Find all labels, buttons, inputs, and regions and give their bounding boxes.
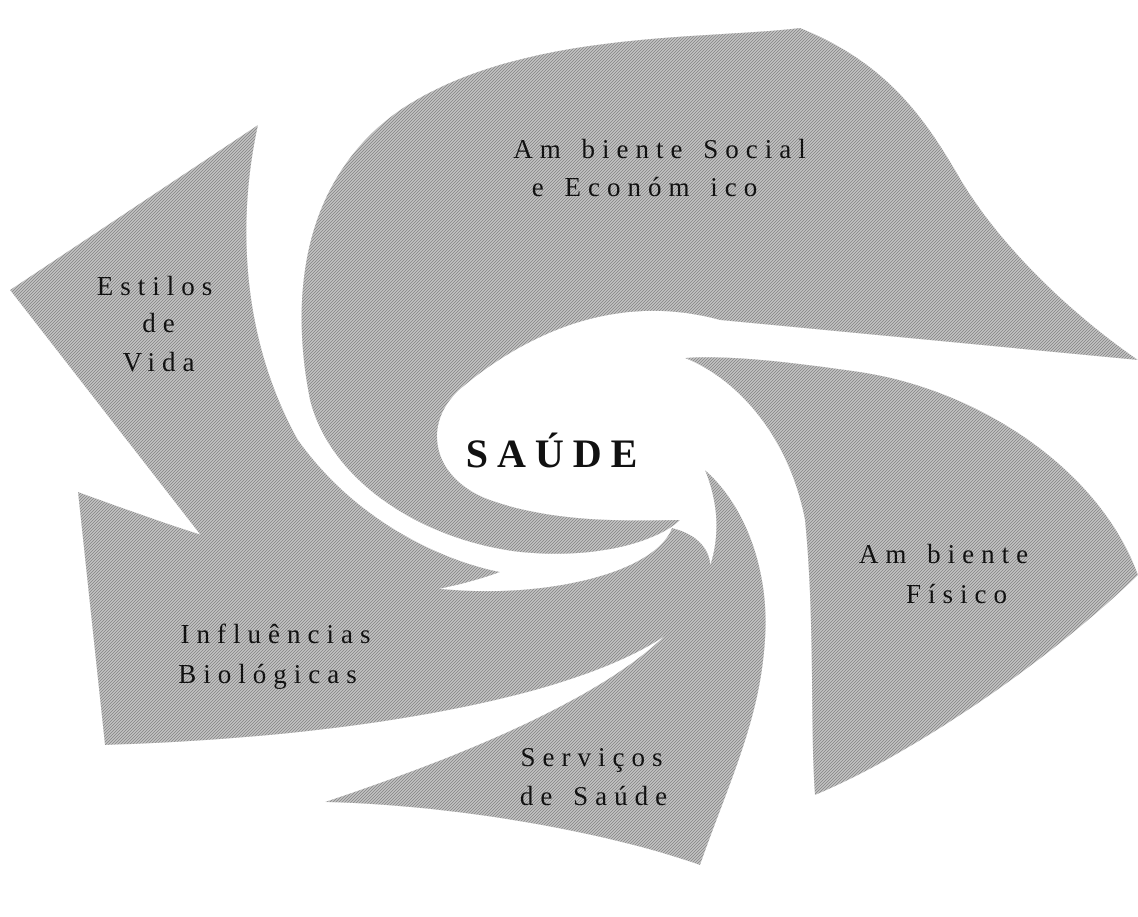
- segment-biologicas-line-2: Biológicas: [178, 659, 364, 689]
- segment-servicos-line-2: de Saúde: [520, 781, 674, 811]
- center-label: SAÚDE: [466, 431, 647, 476]
- segment-social-line-1: Am biente Social: [513, 134, 812, 164]
- segment-estilos-line-2: de: [142, 308, 181, 338]
- segment-fisico-line-1: Am biente: [859, 539, 1035, 569]
- segment-biologicas-line-1: Influências: [181, 619, 378, 649]
- segment-estilos-line-1: Estilos: [97, 271, 220, 301]
- segment-estilos-line-3: Vida: [123, 347, 202, 377]
- segment-fisico-line-2: Físico: [906, 579, 1014, 609]
- segment-social-line-2: e Económ ico: [532, 172, 764, 202]
- segment-servicos-line-1: Serviços: [521, 742, 670, 772]
